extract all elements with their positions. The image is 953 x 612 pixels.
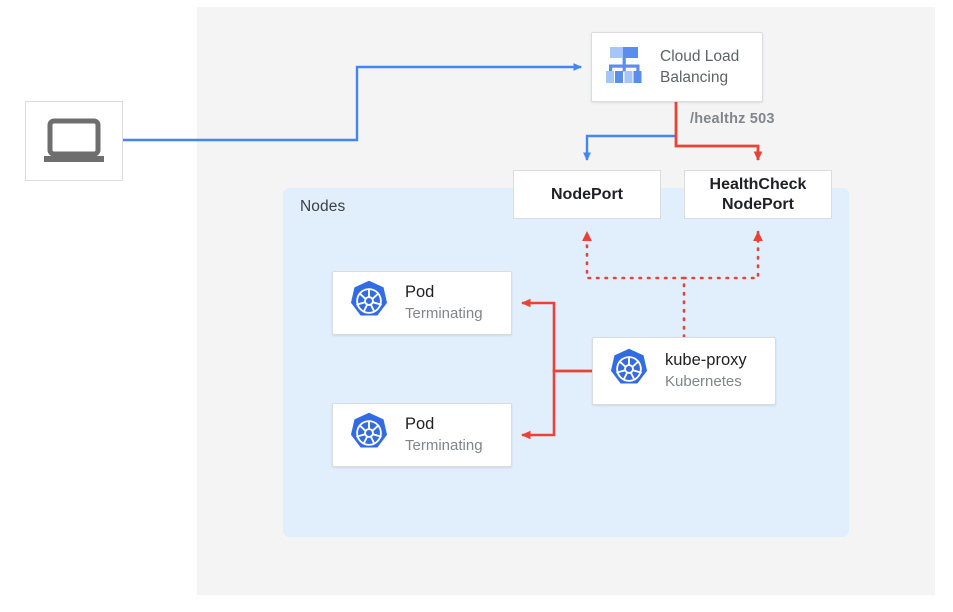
kube-proxy-subtitle: Kubernetes (665, 373, 742, 390)
cloud-load-balancing-label: Cloud Load Balancing (660, 48, 740, 86)
pod-status: Terminating (405, 305, 483, 322)
pod-node-2[interactable]: Pod Terminating (332, 403, 512, 467)
kubernetes-icon (347, 411, 391, 460)
cloud-load-balancing-icon (602, 44, 648, 91)
healthz-annotation-label: /healthz 503 (690, 111, 775, 127)
healthcheck-nodeport-label: HealthCheck NodePort (709, 175, 807, 213)
laptop-icon (42, 117, 106, 165)
kube-proxy-node[interactable]: kube-proxy Kubernetes (592, 337, 776, 405)
pod-node-1[interactable]: Pod Terminating (332, 271, 512, 335)
client-node[interactable] (25, 101, 123, 181)
nodeport-node[interactable]: NodePort (513, 170, 661, 219)
kube-proxy-title: kube-proxy (665, 351, 747, 369)
healthcheck-nodeport-node[interactable]: HealthCheck NodePort (684, 170, 832, 219)
cloud-load-balancing-node[interactable]: Cloud Load Balancing (591, 32, 763, 102)
pod-title: Pod (405, 283, 435, 301)
nodes-region-label: Nodes (300, 198, 346, 215)
pod-status: Terminating (405, 437, 483, 454)
pod-title: Pod (405, 415, 435, 433)
kubernetes-icon (347, 279, 391, 328)
kubernetes-icon (607, 347, 651, 396)
nodeport-label: NodePort (551, 185, 623, 203)
